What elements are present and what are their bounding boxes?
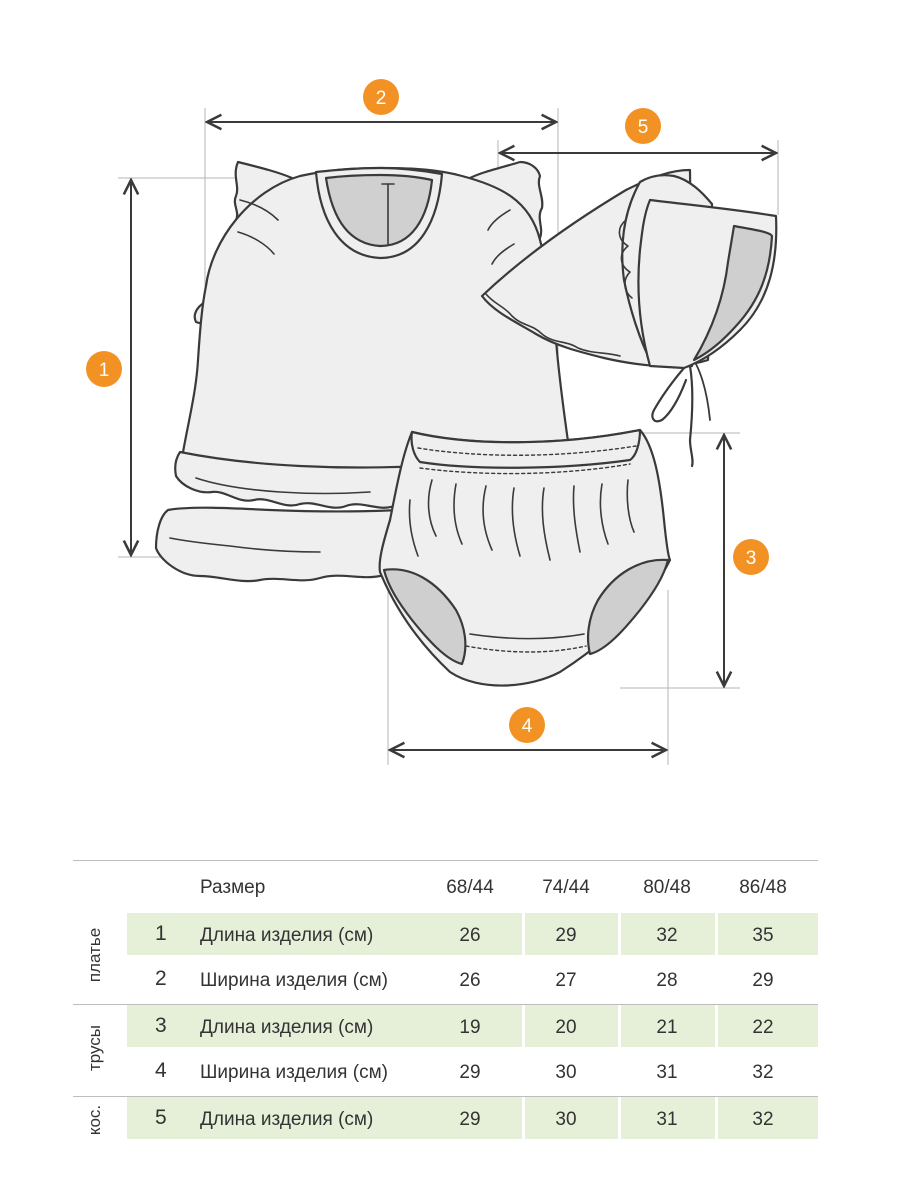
row-number: 5 <box>155 1106 167 1129</box>
marker-label-5: 5 <box>638 117 649 138</box>
garment-measurement-diagram: 1 2 3 4 5 <box>86 79 779 765</box>
marker-badges: 1 2 3 4 5 <box>86 79 769 743</box>
row-value: 32 <box>656 925 678 946</box>
row-value: 32 <box>752 1109 774 1130</box>
row-value: 19 <box>459 1017 481 1038</box>
row-value: 32 <box>752 1062 774 1083</box>
row-label: Длина изделия (см) <box>200 925 374 946</box>
marker-badge-4: 4 <box>509 707 545 743</box>
marker-label-3: 3 <box>746 548 757 569</box>
row-number: 3 <box>155 1014 167 1037</box>
row-value: 27 <box>555 970 577 991</box>
row-value: 31 <box>656 1109 678 1130</box>
group-separator-1 <box>73 1004 818 1005</box>
marker-badge-2: 2 <box>363 79 399 115</box>
marker-label-1: 1 <box>99 360 110 381</box>
row-value: 29 <box>752 970 774 991</box>
header-size-0: 68/44 <box>446 877 494 898</box>
row-number: 4 <box>155 1059 167 1082</box>
row-value: 22 <box>752 1017 774 1038</box>
row-value: 30 <box>555 1109 577 1130</box>
marker-badge-1: 1 <box>86 351 122 387</box>
row-number: 2 <box>155 967 167 990</box>
measurement-arrows <box>131 122 776 750</box>
marker-label-4: 4 <box>522 716 533 737</box>
row-value: 28 <box>656 970 678 991</box>
bonnet-illustration <box>480 168 778 468</box>
row-number: 1 <box>155 922 167 945</box>
header-size-label: Размер <box>200 877 266 898</box>
row-value: 35 <box>752 925 774 946</box>
row-value: 29 <box>459 1062 481 1083</box>
header-size-1: 74/44 <box>542 877 590 898</box>
group-label-bonnet: кос. <box>85 1104 104 1136</box>
row-value: 29 <box>555 925 577 946</box>
row-label: Длина изделия (см) <box>200 1109 374 1130</box>
row-value: 21 <box>656 1017 678 1038</box>
row-label: Ширина изделия (см) <box>200 970 388 991</box>
header-size-3: 86/48 <box>739 877 787 898</box>
group-separator-2 <box>73 1096 818 1097</box>
row-value: 29 <box>459 1109 481 1130</box>
row-value: 26 <box>459 925 481 946</box>
marker-badge-5: 5 <box>625 108 661 144</box>
marker-label-2: 2 <box>376 88 387 109</box>
table-top-rule <box>73 860 818 861</box>
row-value: 31 <box>656 1062 678 1083</box>
row-value: 20 <box>555 1017 577 1038</box>
row-value: 30 <box>555 1062 577 1083</box>
row-label: Длина изделия (см) <box>200 1017 374 1038</box>
header-size-2: 80/48 <box>643 877 691 898</box>
group-label-dress: платье <box>85 927 104 983</box>
group-label-bloomers: трусы <box>85 1024 104 1072</box>
marker-badge-3: 3 <box>733 539 769 575</box>
row-value: 26 <box>459 970 481 991</box>
bloomers-illustration <box>378 428 672 687</box>
row-label: Ширина изделия (см) <box>200 1062 388 1083</box>
